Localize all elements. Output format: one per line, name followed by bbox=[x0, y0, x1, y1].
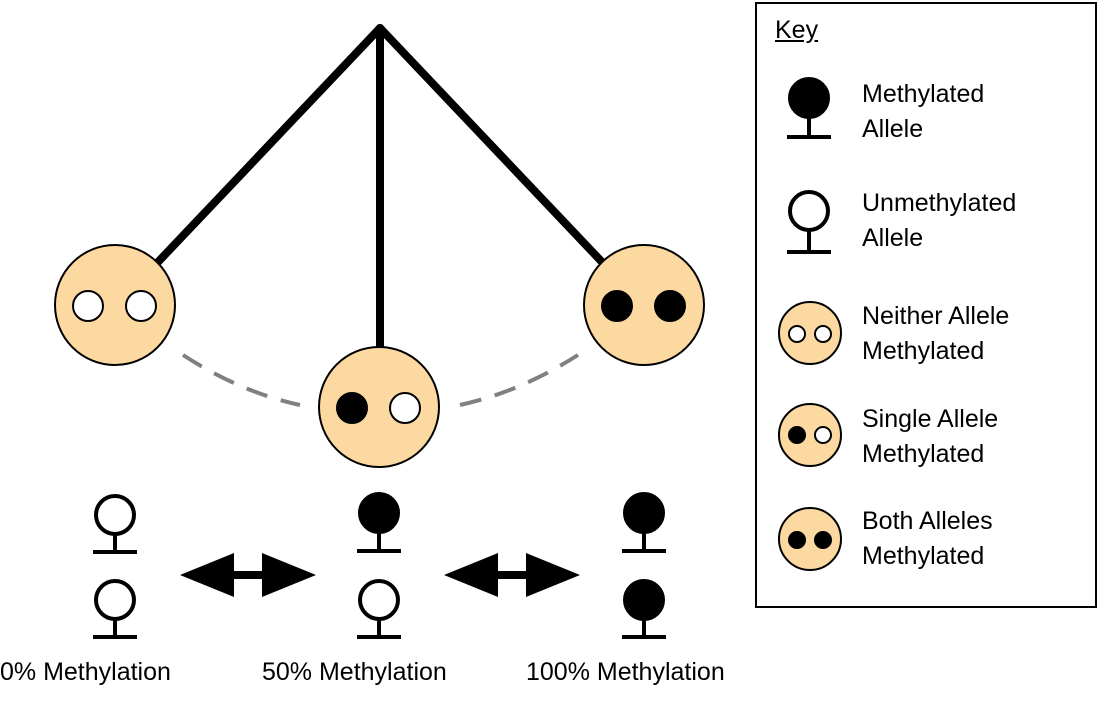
key-item-methylated-allele: Methylated Allele bbox=[862, 77, 984, 147]
key-item-line1: Single Allele bbox=[862, 405, 999, 433]
allele-methylated-icon bbox=[622, 579, 666, 639]
allele-methylated-icon bbox=[622, 492, 666, 553]
allele-unmethylated-icon bbox=[357, 579, 401, 639]
key-item-line2: Methylated bbox=[862, 542, 985, 570]
key-title: Key bbox=[775, 16, 819, 44]
allele-methylated-icon bbox=[357, 492, 401, 553]
key-item-line2: Allele bbox=[862, 115, 924, 143]
cell-single-methylated bbox=[318, 346, 440, 468]
single-methylated-cell-icon bbox=[778, 403, 842, 467]
allele-unmethylated-icon bbox=[93, 494, 137, 554]
allele-unmethylated-icon bbox=[93, 579, 137, 639]
swing-arc-left bbox=[181, 353, 301, 407]
swing-arc-right bbox=[459, 353, 580, 407]
key-item-single-methylated: Single Allele Methylated bbox=[862, 402, 998, 472]
key-item-unmethylated-allele: Unmethylated Allele bbox=[862, 186, 1016, 256]
key-item-line1: Neither Allele bbox=[862, 302, 1010, 330]
double-arrow-icon bbox=[180, 553, 316, 597]
key-item-line2: Methylated bbox=[862, 337, 985, 365]
cell-both-methylated bbox=[583, 244, 705, 366]
key-item-neither-methylated: Neither Allele Methylated bbox=[862, 299, 1009, 369]
pendulum-string-left bbox=[154, 24, 384, 266]
neither-methylated-cell-icon bbox=[778, 301, 842, 365]
key-item-line1: Unmethylated bbox=[862, 189, 1017, 217]
label-50-percent-methylation: 50% Methylation bbox=[262, 658, 447, 686]
label-0-percent-methylation: 0% Methylation bbox=[0, 658, 171, 686]
cell-neither-methylated bbox=[54, 244, 176, 366]
pendulum-string-right bbox=[376, 24, 606, 266]
both-methylated-cell-icon bbox=[778, 507, 842, 571]
label-100-percent-methylation: 100% Methylation bbox=[526, 658, 725, 686]
key-item-line2: Allele bbox=[862, 224, 924, 252]
double-arrow-icon bbox=[444, 553, 580, 597]
key-item-line2: Methylated bbox=[862, 440, 985, 468]
key-item-line1: Both Alleles bbox=[862, 507, 993, 535]
key-item-line1: Methylated bbox=[862, 80, 985, 108]
key-panel bbox=[755, 2, 1097, 608]
unmethylated-allele-icon bbox=[787, 190, 831, 254]
methylated-allele-icon bbox=[787, 77, 831, 139]
key-item-both-methylated: Both Alleles Methylated bbox=[862, 504, 993, 574]
